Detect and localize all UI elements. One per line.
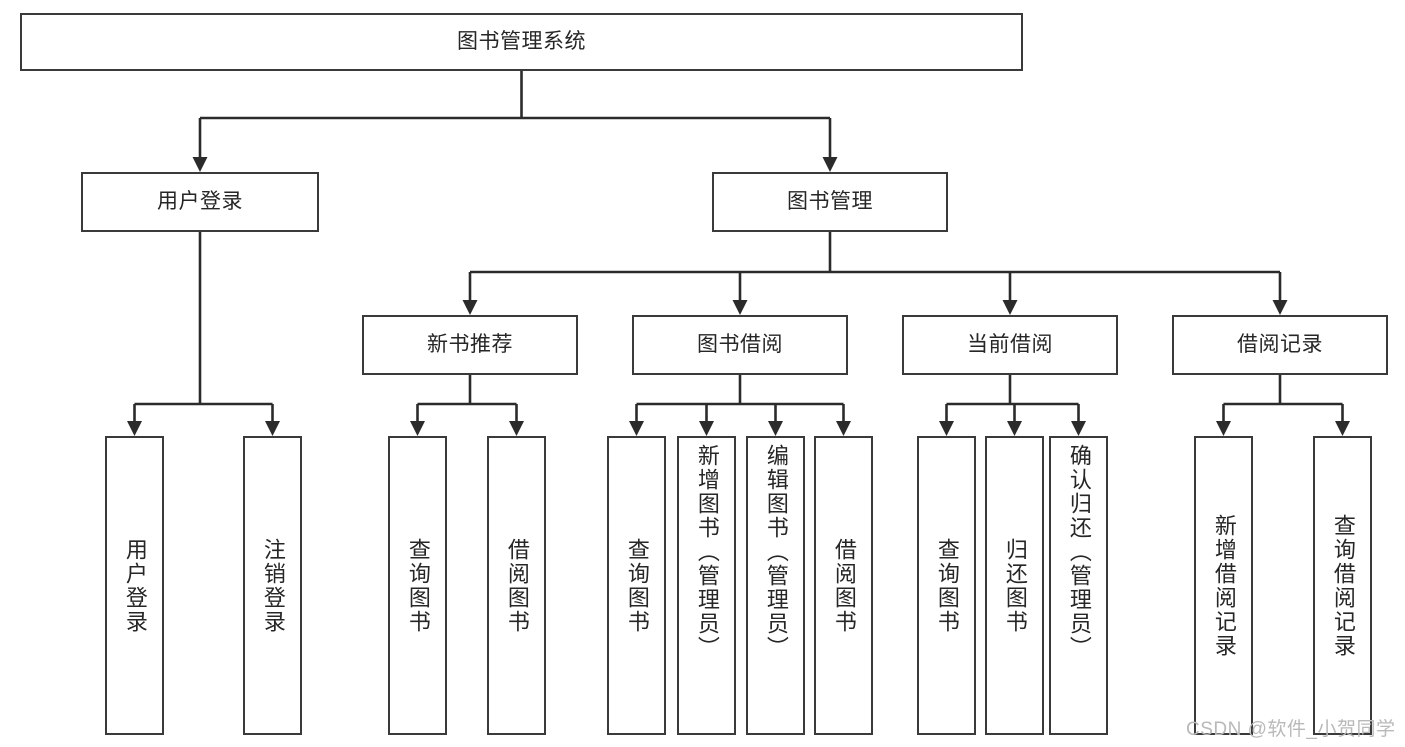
node-label: 查询图书 <box>624 537 650 634</box>
arrow-head <box>836 421 851 436</box>
arrow-head <box>1071 421 1086 436</box>
node-label: 新增借阅记录 <box>1211 513 1237 658</box>
node-leaf-confirm-return-admin[interactable]: 确认归还（管理员） <box>1049 436 1108 735</box>
arrow-head <box>699 421 714 436</box>
arrow-head <box>732 300 748 315</box>
arrow-head <box>939 421 954 436</box>
node-leaf-logout[interactable]: 注销登录 <box>243 436 302 735</box>
arrow-head <box>1335 421 1350 436</box>
node-root[interactable]: 图书管理系统 <box>20 13 1023 71</box>
node-current-borrow[interactable]: 当前借阅 <box>902 315 1118 375</box>
node-book-manage[interactable]: 图书管理 <box>712 172 948 232</box>
node-label: 图书管理 <box>787 189 873 213</box>
node-label: 借阅图书 <box>504 537 530 634</box>
arrow-head <box>822 157 838 172</box>
node-label: 图书管理系统 <box>457 29 586 53</box>
node-label: 查询借阅记录 <box>1330 513 1356 658</box>
arrow-head <box>1272 300 1288 315</box>
arrow-head <box>1002 300 1018 315</box>
arrow-head <box>127 421 142 436</box>
node-book-borrow[interactable]: 图书借阅 <box>632 315 848 375</box>
node-user-login[interactable]: 用户登录 <box>81 172 319 232</box>
node-label: 确认归还（管理员） <box>1066 444 1092 660</box>
node-leaf-query-borrow-record[interactable]: 查询借阅记录 <box>1313 436 1372 735</box>
node-leaf-return-book[interactable]: 归还图书 <box>985 436 1044 735</box>
arrow-head <box>629 421 644 436</box>
arrow-head <box>265 421 280 436</box>
node-label: 用户登录 <box>157 189 243 213</box>
node-leaf-user-login[interactable]: 用户登录 <box>105 436 164 735</box>
node-label: 用户登录 <box>122 537 148 634</box>
node-label: 借阅图书 <box>831 537 857 634</box>
node-leaf-edit-book-admin[interactable]: 编辑图书（管理员） <box>746 436 805 735</box>
node-leaf-borrow-book-bb[interactable]: 借阅图书 <box>814 436 873 735</box>
node-leaf-borrow-book-rec[interactable]: 借阅图书 <box>487 436 546 735</box>
arrow-head <box>462 300 478 315</box>
node-label: 查询图书 <box>934 537 960 634</box>
node-leaf-query-book-cb[interactable]: 查询图书 <box>917 436 976 735</box>
arrow-head <box>768 421 783 436</box>
arrow-head <box>1216 421 1231 436</box>
arrow-head <box>509 421 524 436</box>
node-new-book-rec[interactable]: 新书推荐 <box>362 315 578 375</box>
node-borrow-record[interactable]: 借阅记录 <box>1172 315 1388 375</box>
node-leaf-add-borrow-record[interactable]: 新增借阅记录 <box>1194 436 1253 735</box>
node-leaf-query-book-rec[interactable]: 查询图书 <box>388 436 447 735</box>
node-label: 归还图书 <box>1002 537 1028 634</box>
node-label: 新增图书（管理员） <box>694 444 720 660</box>
node-label: 图书借阅 <box>697 332 783 356</box>
node-leaf-add-book-admin[interactable]: 新增图书（管理员） <box>677 436 736 735</box>
arrow-head <box>192 157 208 172</box>
node-label: 借阅记录 <box>1237 332 1323 356</box>
node-leaf-query-book-bb[interactable]: 查询图书 <box>607 436 666 735</box>
arrow-head <box>1007 421 1022 436</box>
arrow-head <box>410 421 425 436</box>
node-label: 查询图书 <box>405 537 431 634</box>
node-label: 当前借阅 <box>967 332 1053 356</box>
node-label: 新书推荐 <box>427 332 513 356</box>
node-label: 注销登录 <box>260 537 286 634</box>
node-label: 编辑图书（管理员） <box>763 444 789 660</box>
